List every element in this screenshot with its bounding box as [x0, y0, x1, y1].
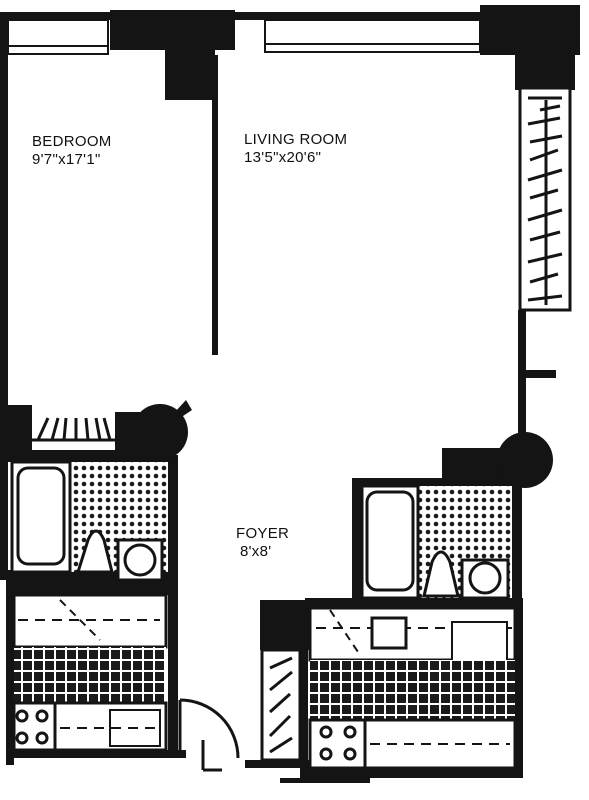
bedroom-dims: 9'7"x17'1": [32, 151, 101, 168]
closet-bedroom: [32, 417, 115, 442]
living-room-name: LIVING ROOM: [244, 131, 347, 148]
bathroom-left: [10, 460, 168, 582]
bathroom-right: [360, 484, 512, 600]
bedroom-name: BEDROOM: [32, 133, 112, 150]
walls: [0, 5, 580, 783]
closet-foyer: [260, 648, 302, 762]
closet-living-room: [518, 86, 572, 312]
kitchen-left: [12, 593, 168, 752]
entry-door: [178, 698, 240, 772]
windows: [7, 19, 481, 55]
foyer-name: FOYER: [236, 525, 289, 542]
living-room-dims: 13'5"x20'6": [244, 149, 321, 166]
kitchen-right: [308, 606, 517, 770]
duct-columns: [132, 400, 553, 488]
foyer-dims: 8'x8': [240, 543, 271, 560]
